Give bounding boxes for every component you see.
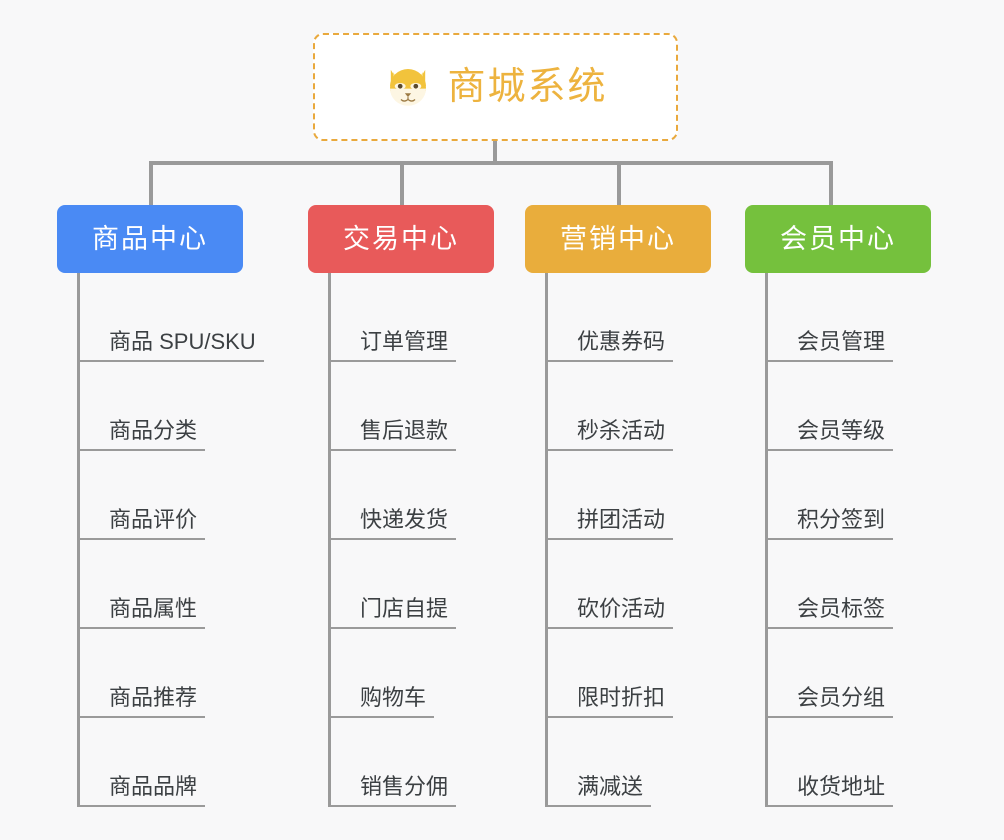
leaf-list-3: 优惠券码 秒杀活动 拼团活动 砍价活动 限时折扣 满减送 bbox=[545, 273, 711, 807]
leaf-underline bbox=[328, 627, 456, 629]
leaf-label: 会员等级 bbox=[797, 418, 886, 443]
root-title: 商城系统 bbox=[447, 66, 608, 108]
leaf-item[interactable]: 满减送 bbox=[545, 718, 711, 807]
leaf-underline bbox=[765, 627, 893, 629]
leaf-label: 限时折扣 bbox=[577, 685, 666, 710]
leaf-spine-2 bbox=[328, 273, 331, 807]
leaf-item[interactable]: 门店自提 bbox=[328, 540, 494, 629]
category-column-2: 交易中心 订单管理 售后退款 快递发货 门店自提 购物车 销售分佣 bbox=[308, 205, 494, 807]
leaf-list-2: 订单管理 售后退款 快递发货 门店自提 购物车 销售分佣 bbox=[328, 273, 494, 807]
leaf-underline bbox=[77, 716, 205, 718]
connector-bus bbox=[149, 161, 833, 165]
leaf-item[interactable]: 商品评价 bbox=[77, 451, 243, 540]
leaf-item[interactable]: 商品分类 bbox=[77, 362, 243, 451]
connector-drop-2 bbox=[400, 161, 404, 207]
leaf-underline bbox=[328, 360, 456, 362]
leaf-item[interactable]: 购物车 bbox=[328, 629, 494, 718]
leaf-underline bbox=[328, 805, 456, 807]
leaf-label: 砍价活动 bbox=[577, 596, 666, 621]
leaf-item[interactable]: 优惠券码 bbox=[545, 273, 711, 362]
leaf-label: 会员标签 bbox=[797, 596, 886, 621]
leaf-underline bbox=[545, 627, 673, 629]
leaf-item[interactable]: 商品属性 bbox=[77, 540, 243, 629]
leaf-label: 商品品牌 bbox=[109, 774, 198, 799]
connector-drop-4 bbox=[829, 161, 833, 207]
leaf-underline bbox=[545, 716, 673, 718]
leaf-item[interactable]: 会员管理 bbox=[765, 273, 931, 362]
leaf-underline bbox=[77, 805, 205, 807]
leaf-item[interactable]: 售后退款 bbox=[328, 362, 494, 451]
leaf-item[interactable]: 秒杀活动 bbox=[545, 362, 711, 451]
category-column-1: 商品中心 商品 SPU/SKU 商品分类 商品评价 商品属性 商品推荐 商品品牌 bbox=[57, 205, 264, 807]
shiba-dog-icon bbox=[383, 62, 433, 112]
leaf-item[interactable]: 会员分组 bbox=[765, 629, 931, 718]
leaf-label: 商品评价 bbox=[109, 507, 198, 532]
leaf-underline bbox=[545, 538, 673, 540]
leaf-item[interactable]: 商品 SPU/SKU bbox=[77, 273, 264, 362]
leaf-label: 购物车 bbox=[360, 685, 427, 710]
category-header-3[interactable]: 营销中心 bbox=[525, 205, 711, 273]
leaf-underline bbox=[545, 360, 673, 362]
leaf-label: 快递发货 bbox=[360, 507, 449, 532]
leaf-underline bbox=[77, 360, 264, 362]
leaf-item[interactable]: 砍价活动 bbox=[545, 540, 711, 629]
leaf-spine-4 bbox=[765, 273, 768, 807]
leaf-item[interactable]: 拼团活动 bbox=[545, 451, 711, 540]
leaf-item[interactable]: 快递发货 bbox=[328, 451, 494, 540]
leaf-item[interactable]: 商品推荐 bbox=[77, 629, 243, 718]
root-node[interactable]: 商城系统 bbox=[313, 33, 678, 141]
leaf-item[interactable]: 收货地址 bbox=[765, 718, 931, 807]
leaf-item[interactable]: 会员等级 bbox=[765, 362, 931, 451]
leaf-label: 优惠券码 bbox=[577, 329, 666, 354]
leaf-underline bbox=[545, 805, 651, 807]
category-column-3: 营销中心 优惠券码 秒杀活动 拼团活动 砍价活动 限时折扣 满减送 bbox=[525, 205, 711, 807]
leaf-list-4: 会员管理 会员等级 积分签到 会员标签 会员分组 收货地址 bbox=[765, 273, 931, 807]
category-header-1[interactable]: 商品中心 bbox=[57, 205, 243, 273]
leaf-underline bbox=[328, 449, 456, 451]
connector-drop-1 bbox=[149, 161, 153, 207]
connector-stem bbox=[493, 141, 497, 163]
leaf-label: 会员管理 bbox=[797, 329, 886, 354]
leaf-label: 收货地址 bbox=[797, 774, 886, 799]
leaf-underline bbox=[545, 449, 673, 451]
leaf-item[interactable]: 会员标签 bbox=[765, 540, 931, 629]
leaf-label: 秒杀活动 bbox=[577, 418, 666, 443]
leaf-underline bbox=[765, 449, 893, 451]
leaf-underline bbox=[765, 716, 893, 718]
connector-drop-3 bbox=[617, 161, 621, 207]
leaf-underline bbox=[765, 360, 893, 362]
leaf-underline bbox=[328, 716, 434, 718]
leaf-underline bbox=[765, 805, 893, 807]
leaf-item[interactable]: 销售分佣 bbox=[328, 718, 494, 807]
leaf-label: 会员分组 bbox=[797, 685, 886, 710]
category-column-4: 会员中心 会员管理 会员等级 积分签到 会员标签 会员分组 收货地址 bbox=[745, 205, 931, 807]
leaf-item[interactable]: 商品品牌 bbox=[77, 718, 243, 807]
leaf-underline bbox=[77, 449, 205, 451]
leaf-label: 满减送 bbox=[577, 774, 644, 799]
leaf-spine-1 bbox=[77, 273, 80, 807]
leaf-label: 售后退款 bbox=[360, 418, 449, 443]
leaf-label: 订单管理 bbox=[360, 329, 449, 354]
leaf-label: 拼团活动 bbox=[577, 507, 666, 532]
leaf-underline bbox=[77, 538, 205, 540]
leaf-label: 商品推荐 bbox=[109, 685, 198, 710]
leaf-spine-3 bbox=[545, 273, 548, 807]
leaf-label: 门店自提 bbox=[360, 596, 449, 621]
leaf-underline bbox=[765, 538, 893, 540]
leaf-item[interactable]: 限时折扣 bbox=[545, 629, 711, 718]
leaf-label: 积分签到 bbox=[797, 507, 886, 532]
category-header-2[interactable]: 交易中心 bbox=[308, 205, 494, 273]
leaf-underline bbox=[328, 538, 456, 540]
leaf-label: 商品 SPU/SKU bbox=[109, 329, 256, 354]
leaf-list-1: 商品 SPU/SKU 商品分类 商品评价 商品属性 商品推荐 商品品牌 bbox=[77, 273, 264, 807]
leaf-label: 销售分佣 bbox=[360, 774, 449, 799]
leaf-label: 商品分类 bbox=[109, 418, 198, 443]
leaf-label: 商品属性 bbox=[109, 596, 198, 621]
category-header-4[interactable]: 会员中心 bbox=[745, 205, 931, 273]
leaf-item[interactable]: 积分签到 bbox=[765, 451, 931, 540]
leaf-underline bbox=[77, 627, 205, 629]
leaf-item[interactable]: 订单管理 bbox=[328, 273, 494, 362]
